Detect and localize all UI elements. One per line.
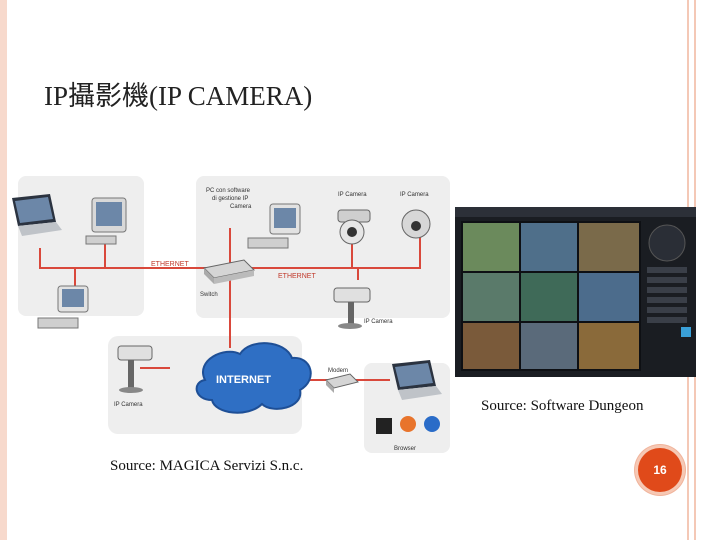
browser-logo-icon <box>376 418 392 434</box>
modem-label: Modem <box>328 368 348 374</box>
ip-camera-label: IP Camera <box>338 192 367 198</box>
source-caption-software: Source: Software Dungeon <box>481 398 644 414</box>
desktop-computer-icon <box>247 203 301 249</box>
ip-camera-icon <box>117 345 153 393</box>
browser-label: Browser <box>394 446 416 452</box>
page-number-badge: 16 <box>638 448 682 492</box>
source-caption-diagram: Source: MAGICA Servizi S.n.c. <box>110 458 304 474</box>
ip-camera-icon <box>333 287 371 329</box>
ip-camera-icon <box>401 209 431 239</box>
network-diagram: ETHERNET ETHERNET Switch PC con software… <box>12 176 450 453</box>
pc-software-label: PC con software di gestione IP Camera <box>206 188 252 210</box>
network-switch-icon <box>202 259 256 284</box>
laptop-icon <box>12 194 62 236</box>
browser-logo-icon <box>400 416 416 432</box>
left-border-decoration <box>0 0 7 540</box>
ptz-control-icon <box>648 224 686 262</box>
surveillance-software-screenshot <box>455 207 696 377</box>
pc-cameras-panel <box>196 176 450 318</box>
laptop-icon <box>392 360 442 400</box>
switch-label: Switch <box>200 292 218 298</box>
modem-icon <box>325 373 359 393</box>
slide-title: IP攝影機(IP CAMERA) <box>44 81 313 111</box>
ip-camera-label: IP Camera <box>364 319 393 325</box>
ip-camera-label: IP Camera <box>114 402 143 408</box>
ethernet-label: ETHERNET <box>151 261 189 268</box>
ethernet-label: ETHERNET <box>278 273 316 280</box>
internet-label: INTERNET <box>216 374 271 386</box>
internet-cloud-icon <box>195 342 312 414</box>
desktop-computer-icon <box>85 197 127 245</box>
browser-logo-icon <box>424 416 440 432</box>
ip-camera-icon <box>337 209 371 245</box>
ip-camera-label: IP Camera <box>400 192 429 198</box>
desktop-computer-icon <box>37 285 89 329</box>
